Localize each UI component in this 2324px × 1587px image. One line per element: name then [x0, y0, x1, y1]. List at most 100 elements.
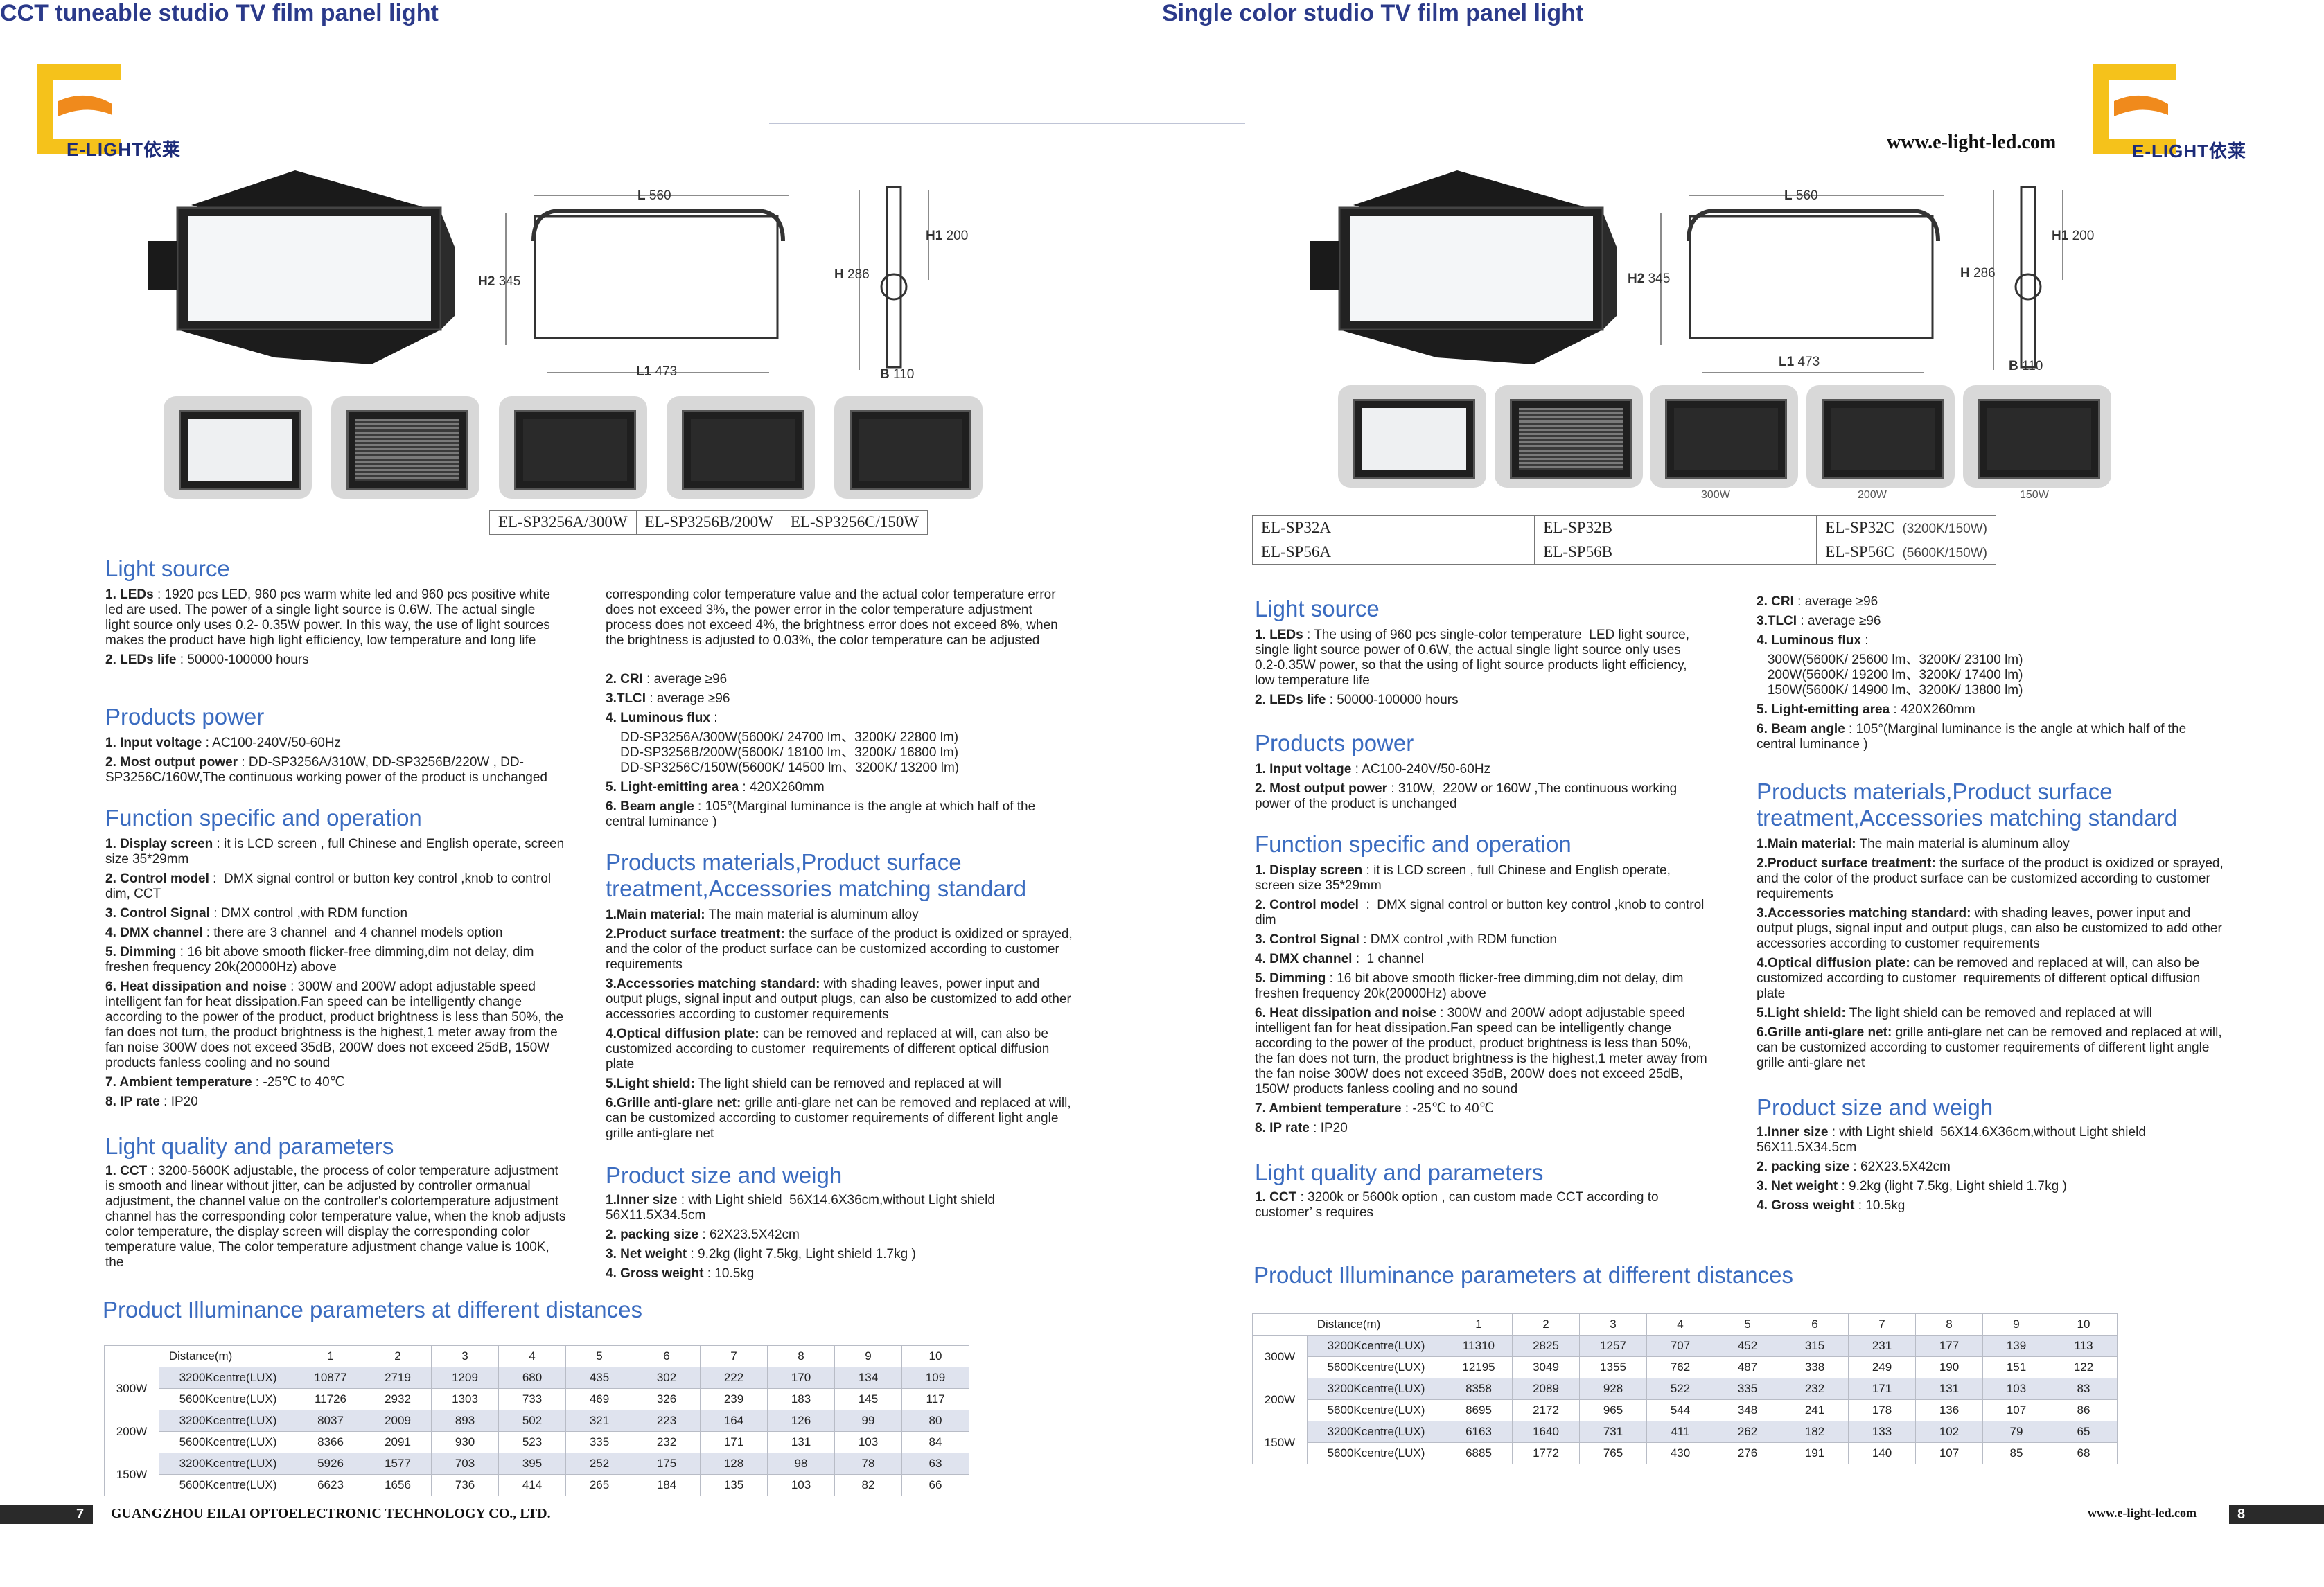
heading-materials: Products materials,Product surface treat…: [1757, 779, 2178, 831]
lux-value-cell: 98: [767, 1453, 835, 1475]
lux-value-cell: 86: [2050, 1399, 2118, 1421]
lux-value-cell: 171: [700, 1431, 768, 1453]
lux-value-cell: 131: [1915, 1378, 1983, 1400]
spec-line: 2. Most output power : DD-SP3256A/310W, …: [105, 755, 547, 785]
heading-products-power: Products power: [105, 704, 265, 729]
lux-value-cell: 2719: [364, 1367, 432, 1389]
lux-value-cell: 63: [901, 1453, 969, 1475]
power-group-cell: 150W: [1252, 1421, 1308, 1464]
spec-line: 2. LEDs life : 50000-100000 hours: [105, 653, 309, 667]
distance-cell: 2: [364, 1345, 432, 1367]
lux-value-cell: 232: [633, 1431, 701, 1453]
right-page: Single color studio TV film panel light …: [1162, 0, 2324, 1587]
lux-value-cell: 265: [565, 1474, 633, 1496]
spec-line: 3.Accessories matching standard: with sh…: [606, 977, 1075, 1022]
function-text: 1. Display screen : it is LCD screen , f…: [1255, 863, 1712, 1140]
distance-header: Distance(m): [1252, 1313, 1445, 1336]
spec-line: 7. Ambient temperature : -25℃ to 40℃: [1255, 1101, 1495, 1116]
heading-size-weigh: Product size and weigh: [1757, 1094, 1993, 1120]
lux-value-cell: 2089: [1512, 1378, 1580, 1400]
spec-line: 1.Main material: The main material is al…: [606, 907, 919, 922]
lux-value-cell: 11726: [297, 1388, 364, 1410]
dimension-drawing-front: [505, 195, 789, 373]
lux-value-cell: 140: [1848, 1442, 1916, 1464]
dim-L1: L1 473: [636, 364, 678, 379]
spec-line: 2. packing size : 62X23.5X42cm: [1757, 1160, 1951, 1174]
spec-line: 1. CCT : 3200k or 5600k option , can cus…: [1255, 1190, 1666, 1220]
row-label-cell: 3200Kcentre(LUX): [159, 1453, 297, 1475]
dim-H1: H1 200: [2052, 229, 2095, 243]
spec-line: 6. Heat dissipation and noise : 300W and…: [105, 979, 567, 1070]
footer-company: GUANGZHOU EILAI OPTOELECTRONIC TECHNOLOG…: [111, 1506, 551, 1521]
lux-value-cell: 171: [1848, 1378, 1916, 1400]
lux-value-cell: 338: [1781, 1356, 1849, 1378]
lux-value-cell: 66: [901, 1474, 969, 1496]
heading-materials: Products materials,Product surface treat…: [606, 849, 1027, 901]
heading-light-quality: Light quality and parameters: [1255, 1160, 1544, 1185]
lux-value-cell: 103: [1982, 1378, 2050, 1400]
distance-cell: 10: [901, 1345, 969, 1367]
thumb-label-200w: 200W: [1858, 489, 1887, 501]
lux-value-cell: 8358: [1445, 1378, 1513, 1400]
distance-cell: 1: [1445, 1313, 1513, 1336]
lux-value-cell: 335: [1714, 1378, 1781, 1400]
lux-value-cell: 11310: [1445, 1335, 1513, 1357]
lux-value-cell: 107: [1982, 1399, 2050, 1421]
lux-value-cell: 2825: [1512, 1335, 1580, 1357]
row-label-cell: 3200Kcentre(LUX): [1307, 1421, 1445, 1443]
lux-value-cell: 502: [498, 1410, 566, 1432]
page-title: CCT tuneable studio TV film panel light: [0, 0, 439, 26]
spec-line: 5.Light shield: The light shield can be …: [1757, 1006, 2152, 1020]
distance-cell: 5: [1714, 1313, 1781, 1336]
lux-value-cell: 223: [633, 1410, 701, 1432]
spec-line: 2. packing size : 62X23.5X42cm: [606, 1227, 800, 1242]
distance-cell: 1: [297, 1345, 364, 1367]
distance-cell: 4: [498, 1345, 566, 1367]
spec-line: 3. Control Signal : DMX control ,with RD…: [105, 906, 408, 921]
heading-illuminance: Product Illuminance parameters at differ…: [1253, 1262, 1793, 1288]
spec-line: 1. Input voltage : AC100-240V/50-60Hz: [1255, 762, 1491, 777]
footer-website[interactable]: www.e-light-led.com: [2088, 1506, 2197, 1520]
lux-value-cell: 122: [2050, 1356, 2118, 1378]
spec-line: 5. Light-emitting area : 420X260mm: [606, 780, 825, 795]
spec-line: 2. Control model : DMX signal control or…: [1255, 898, 1708, 928]
lux-value-cell: 128: [700, 1453, 768, 1475]
heading-light-source: Light source: [1255, 596, 1380, 621]
spec-line: 1. CCT : 3200-5600K adjustable, the proc…: [105, 1164, 570, 1270]
lux-value-cell: 139: [1982, 1335, 2050, 1357]
spec-line: 4. Luminous flux :: [1757, 633, 1869, 648]
lux-value-cell: 452: [1714, 1335, 1781, 1357]
left-page: E-LIGHT依莱 CCT tuneable studio TV film pa…: [0, 0, 1162, 1524]
power-group-cell: 200W: [104, 1410, 159, 1453]
spec-line: 8. IP rate : IP20: [1255, 1121, 1348, 1135]
lux-value-cell: 1640: [1512, 1421, 1580, 1443]
dimension-drawing-side: [859, 186, 929, 370]
spec-line: 3. Control Signal : DMX control ,with RD…: [1255, 932, 1558, 947]
lux-value-cell: 191: [1781, 1442, 1849, 1464]
spec-line: 2. CRI : average ≥96: [606, 672, 728, 686]
heading-illuminance: Product Illuminance parameters at differ…: [103, 1297, 642, 1322]
lux-value-cell: 136: [1915, 1399, 1983, 1421]
model-cell: EL-SP56B: [1534, 540, 1817, 565]
lux-value-cell: 83: [2050, 1378, 2118, 1400]
lux-value-cell: 65: [2050, 1421, 2118, 1443]
lux-value-cell: 80: [901, 1410, 969, 1432]
lux-value-cell: 1303: [431, 1388, 499, 1410]
website-link[interactable]: www.e-light-led.com: [1887, 132, 2057, 153]
lux-value-cell: 175: [633, 1453, 701, 1475]
lux-value-cell: 1257: [1579, 1335, 1647, 1357]
spec-line: DD-SP3256A/300W(5600K/ 24700 lm、3200K/ 2…: [620, 730, 960, 775]
spec-line: 1. Display screen : it is LCD screen , f…: [1255, 863, 1675, 893]
lux-value-cell: 928: [1579, 1378, 1647, 1400]
distance-cell: 4: [1646, 1313, 1714, 1336]
dim-H: H 286: [1960, 266, 1996, 281]
distance-cell: 5: [565, 1345, 633, 1367]
thumbnail-front: [1338, 385, 1486, 488]
row-label-cell: 5600Kcentre(LUX): [159, 1431, 297, 1453]
lux-value-cell: 241: [1781, 1399, 1849, 1421]
lux-value-cell: 411: [1646, 1421, 1714, 1443]
